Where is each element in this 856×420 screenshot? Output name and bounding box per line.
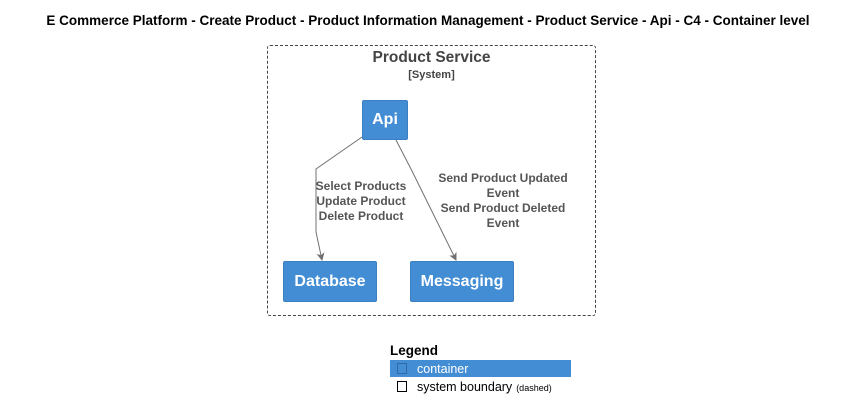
legend-title: Legend xyxy=(390,343,439,358)
edge-label-line: Send Product Updated xyxy=(438,171,568,185)
legend-swatch-icon xyxy=(397,363,407,374)
edge-label-api-database: Select Products Update Product Delete Pr… xyxy=(311,179,411,224)
system-boundary xyxy=(267,45,596,316)
legend-item-label: system boundary xyxy=(417,379,513,394)
edge-label-line: Event xyxy=(486,186,520,200)
messaging-container[interactable]: Messaging xyxy=(410,261,514,302)
diagram-title: E Commerce Platform - Create Product - P… xyxy=(46,13,810,28)
api-container[interactable]: Api xyxy=(362,100,408,140)
legend-item-system-boundary: system boundary (dashed) xyxy=(390,378,571,395)
database-label: Database xyxy=(294,272,366,290)
legend-item-note: (dashed) xyxy=(516,383,552,393)
edge-api-to-messaging xyxy=(395,139,457,261)
legend-item-container: container xyxy=(390,360,571,377)
edge-label-api-messaging: Send Product Updated Event Send Product … xyxy=(433,171,573,231)
legend-item-label: container xyxy=(417,361,469,376)
edge-label-line: Send Product Deleted xyxy=(440,201,566,215)
boundary-title: Product Service xyxy=(372,49,491,66)
database-container[interactable]: Database xyxy=(283,261,377,302)
edge-label-line: Delete Product xyxy=(318,209,404,223)
edge-label-line: Event xyxy=(486,216,520,230)
edge-label-line: Select Products xyxy=(315,179,407,193)
edge-api-to-database xyxy=(315,136,363,261)
legend-swatch-icon xyxy=(397,381,407,392)
api-label: Api xyxy=(372,111,398,128)
messaging-label: Messaging xyxy=(420,272,504,290)
boundary-type: [System] xyxy=(408,69,455,81)
edge-label-line: Update Product xyxy=(316,194,406,208)
